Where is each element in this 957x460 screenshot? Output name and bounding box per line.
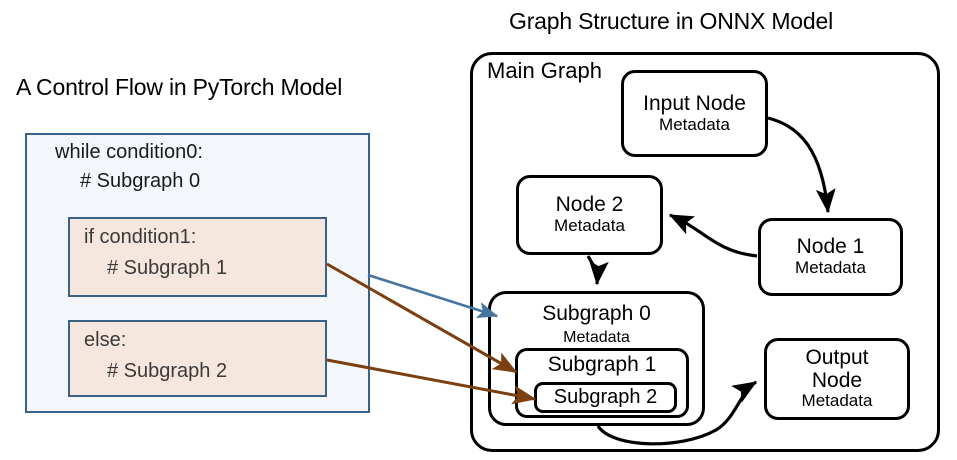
node-1-title: Node 1: [796, 235, 865, 259]
main-graph-label: Main Graph: [487, 58, 602, 83]
input-node-title: Input Node: [643, 91, 746, 115]
node-2-title: Node 2: [555, 193, 624, 217]
output-node-metadata: Metadata: [801, 391, 873, 411]
node-2-metadata: Metadata: [554, 216, 625, 236]
left-panel-title: A Control Flow in PyTorch Model: [16, 74, 343, 100]
subgraph-0-title: Subgraph 0: [542, 302, 651, 325]
subgraph1-comment-line: # Subgraph 1: [107, 257, 228, 279]
subgraph-1-title: Subgraph 1: [547, 353, 657, 376]
if-block-container: [68, 217, 327, 297]
node-1-box[interactable]: Node 1 Metadata: [758, 218, 903, 296]
input-node-metadata: Metadata: [659, 114, 730, 134]
node-2-box[interactable]: Node 2 Metadata: [516, 175, 663, 255]
subgraph2-comment-line: # Subgraph 2: [107, 360, 228, 382]
subgraph-0-metadata: Metadata: [563, 329, 630, 346]
if-statement-line: if condition1:: [84, 226, 197, 248]
node-1-metadata: Metadata: [795, 258, 866, 278]
else-block-container: [68, 320, 327, 397]
output-node-title-line2: Node: [811, 368, 863, 392]
subgraph-2-title: Subgraph 2: [553, 386, 658, 408]
subgraph-2-box[interactable]: Subgraph 2: [534, 382, 677, 413]
input-node-box[interactable]: Input Node Metadata: [621, 70, 768, 157]
else-statement-line: else:: [84, 329, 127, 351]
output-node-box[interactable]: Output Node Metadata: [764, 338, 910, 420]
while-statement-line: while condition0:: [55, 141, 203, 163]
right-panel-title: Graph Structure in ONNX Model: [509, 8, 833, 34]
subgraph0-comment-line: # Subgraph 0: [80, 170, 201, 192]
output-node-title-line1: Output: [805, 346, 869, 370]
